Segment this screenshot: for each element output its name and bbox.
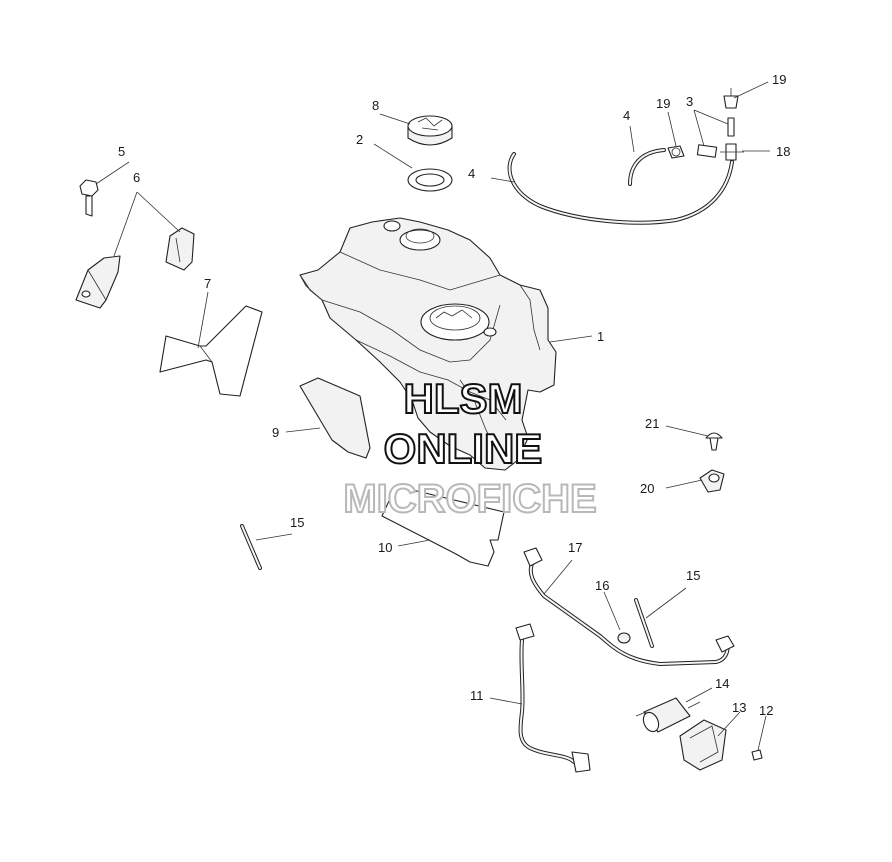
callout-6: 6 xyxy=(133,170,140,185)
vent-fitting-part xyxy=(667,88,744,161)
callout-19: 19 xyxy=(772,72,786,87)
watermark-line-2: ONLINE xyxy=(384,425,543,472)
callout-3: 3 xyxy=(686,94,693,109)
callout-20: 20 xyxy=(640,481,654,496)
callout-16: 16 xyxy=(595,578,609,593)
hose-clip-part xyxy=(699,469,725,493)
watermark-line-1: HLSM xyxy=(404,375,523,422)
callout-18: 18 xyxy=(776,144,790,159)
callout-8: 8 xyxy=(372,98,379,113)
callout-labels: 1 2 3 4 4 5 6 7 8 9 10 11 12 13 14 15 15… xyxy=(118,72,790,718)
cap-gasket-part xyxy=(407,168,453,192)
angled-pad-part xyxy=(159,305,263,397)
callout-11: 11 xyxy=(470,688,484,703)
callout-2: 2 xyxy=(356,132,363,147)
fuel-fitting-part xyxy=(617,632,631,644)
callout-4: 4 xyxy=(623,108,630,123)
cable-tie-part xyxy=(634,598,654,648)
callout-13: 13 xyxy=(732,700,746,715)
filter-bracket-part xyxy=(679,719,727,771)
fuel-filter-part xyxy=(635,697,701,733)
callout-12: 12 xyxy=(759,703,773,718)
callout-21: 21 xyxy=(645,416,659,431)
cable-tie-part xyxy=(240,524,262,570)
callout-1: 1 xyxy=(597,329,604,344)
callout-15: 15 xyxy=(290,515,304,530)
push-rivet-part xyxy=(705,432,723,451)
callout-9: 9 xyxy=(272,425,279,440)
fuel-line-part xyxy=(523,547,735,667)
callout-15: 15 xyxy=(686,568,700,583)
screw-part xyxy=(751,749,763,761)
foam-pad-part xyxy=(299,377,371,459)
watermark: HLSM ONLINE MICROFICHE xyxy=(342,374,597,522)
fuel-cap-part xyxy=(407,115,453,146)
callout-5: 5 xyxy=(118,144,125,159)
callout-7: 7 xyxy=(204,276,211,291)
callout-4: 4 xyxy=(468,166,475,181)
callout-14: 14 xyxy=(715,676,729,691)
callout-17: 17 xyxy=(568,540,582,555)
watermark-line-3: MICROFICHE xyxy=(343,477,596,521)
callout-19: 19 xyxy=(656,96,670,111)
fuel-line-part xyxy=(515,623,591,773)
bracket-part xyxy=(75,227,195,309)
callout-10: 10 xyxy=(378,540,392,555)
leader-lines xyxy=(95,81,770,751)
base-plate-part xyxy=(381,485,505,567)
vent-hose-part xyxy=(507,148,734,225)
bolt-part xyxy=(79,179,99,217)
fuel-tank-part xyxy=(299,217,557,471)
